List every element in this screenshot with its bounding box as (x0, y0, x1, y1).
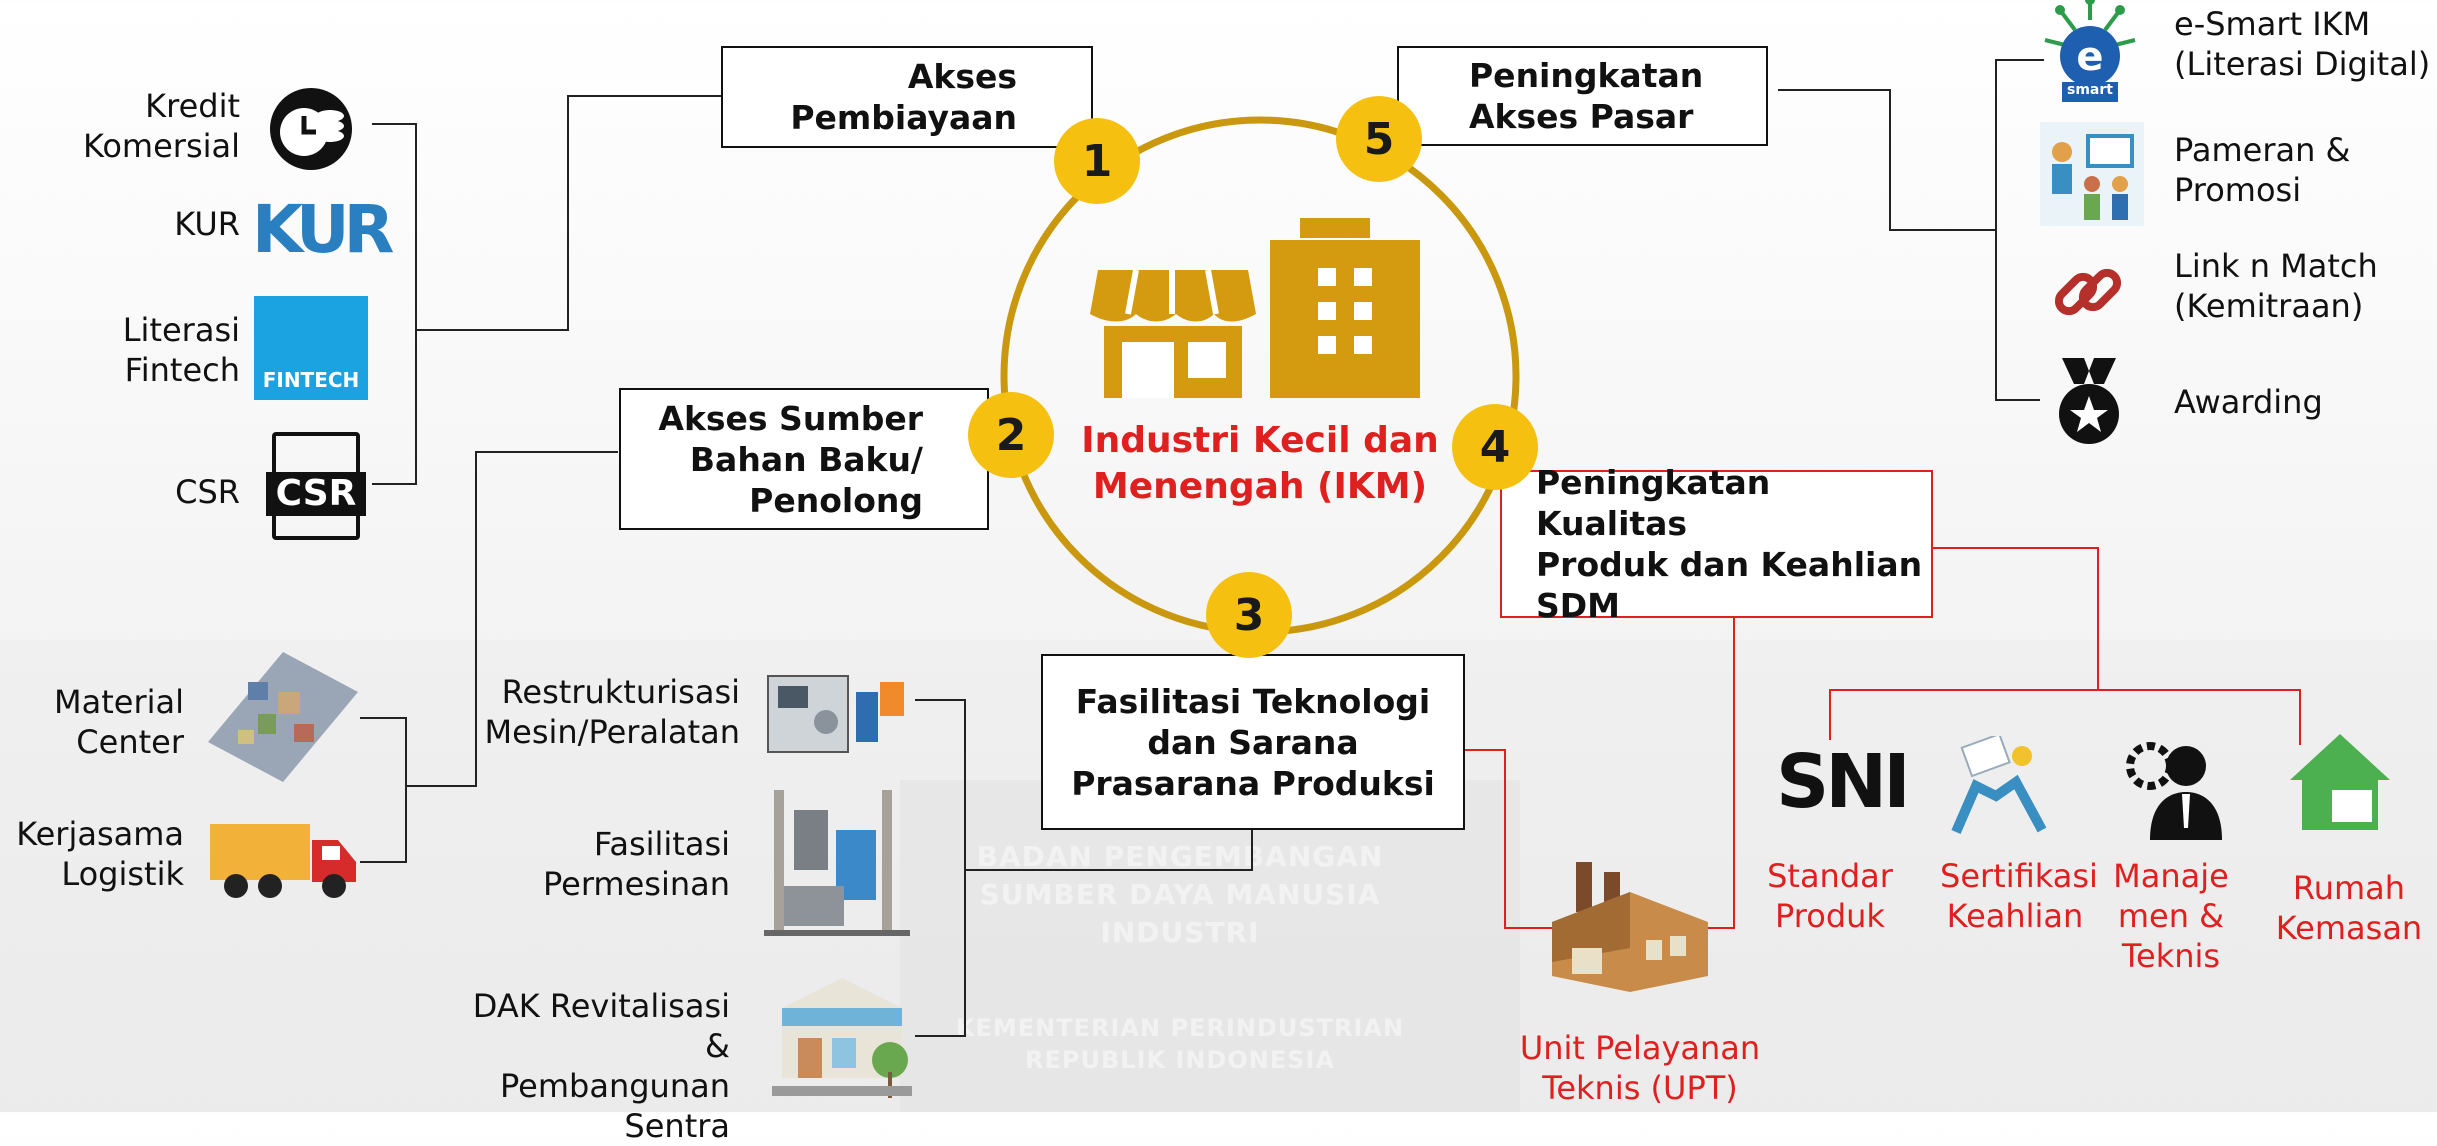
kur-logo: KUR (252, 191, 394, 268)
store-icon (1090, 269, 1256, 398)
office-building-icon (1270, 218, 1420, 398)
market-item-label: e-Smart IKM(Literasi Digital) (2174, 5, 2431, 83)
certificate-handshake-icon (1951, 736, 2047, 834)
csr-document-icon: CSR (266, 432, 366, 540)
chain-link-icon (2054, 268, 2122, 316)
financing-item-label: KUR (174, 205, 240, 243)
csr-logo-text: CSR (266, 472, 366, 516)
machine-icon (767, 675, 904, 753)
financing-item-label: CSR (175, 473, 240, 511)
pillar-number-5: 5 (1336, 96, 1422, 182)
pillar-number-2: 2 (968, 392, 1054, 478)
background-wall (900, 780, 1520, 1112)
city-map-icon (208, 652, 358, 782)
connector-lines (360, 59, 2301, 1037)
factory-icon (1552, 862, 1708, 992)
exhibition-icon (2040, 122, 2144, 226)
pillar-number-3: 3 (1206, 572, 1292, 658)
esmart-icon: e (2044, 0, 2136, 102)
coins-clock-icon (270, 88, 352, 170)
fintech-icon: FINTECH (254, 296, 368, 400)
market-item-label: Link n Match(Kemitraan) (2174, 247, 2378, 325)
pillar-number-4: 4 (1452, 404, 1538, 490)
sni-icon: SNI (1776, 739, 1911, 825)
center-title: Industri Kecil dan Menengah (IKM) (1081, 420, 1439, 507)
pillar-number-1: 1 (1054, 118, 1140, 204)
truck-icon (210, 824, 356, 898)
market-item-label: Pameran &Promosi (2174, 131, 2351, 209)
medal-icon (2059, 358, 2119, 444)
factory-machine-icon (764, 790, 910, 936)
market-item-label: Awarding (2174, 383, 2323, 421)
manager-gear-icon (2126, 742, 2222, 840)
market-building-icon (772, 978, 912, 1098)
esmart-logo-text: smart (2067, 82, 2113, 98)
svg-text:e: e (2076, 34, 2103, 80)
fintech-logo-text: FINTECH (262, 368, 360, 392)
house-box-icon (2290, 734, 2390, 830)
